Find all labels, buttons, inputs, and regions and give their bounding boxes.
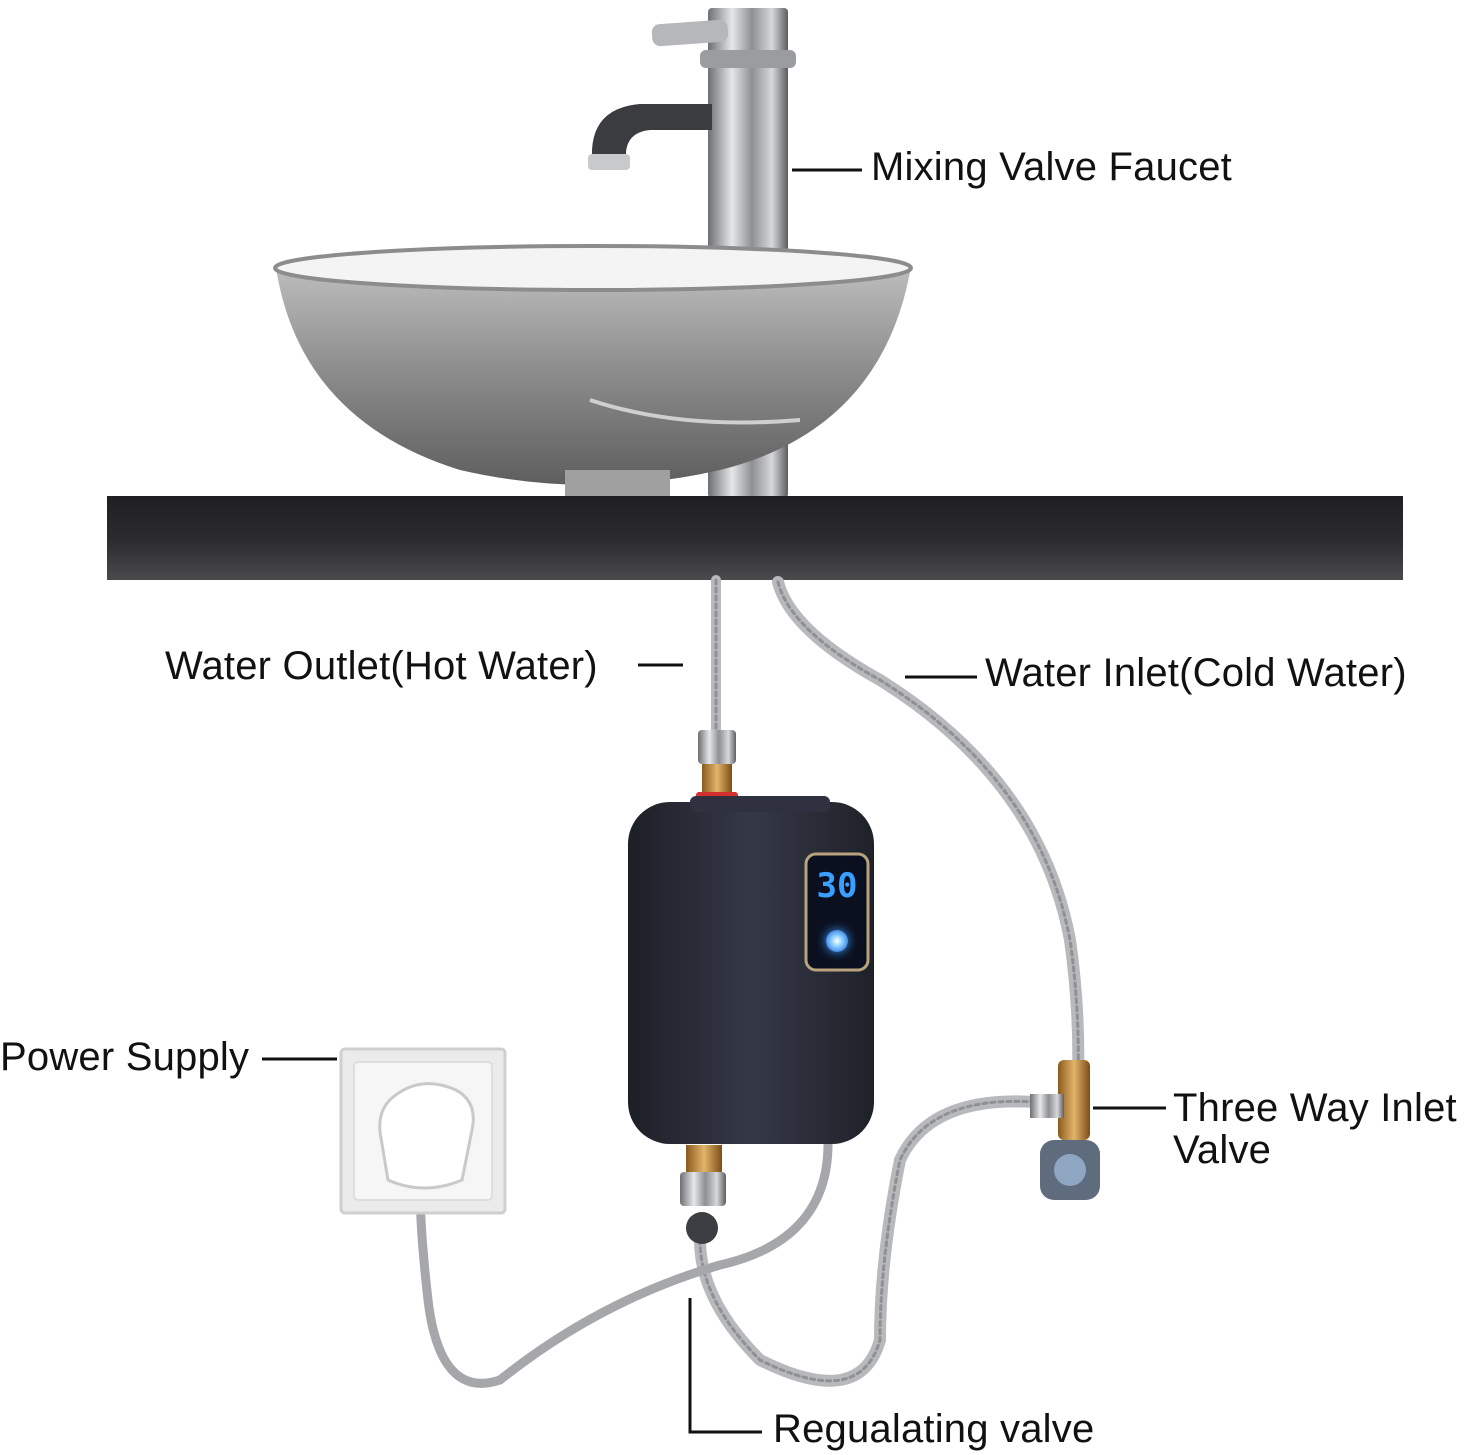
leader-lines bbox=[262, 168, 1166, 1434]
basin bbox=[273, 244, 913, 500]
label-power-supply: Power Supply bbox=[0, 1035, 250, 1079]
label-three-way-inlet-valve-line2: Valve bbox=[1173, 1128, 1272, 1172]
wall-outlet bbox=[339, 1047, 507, 1215]
countertop bbox=[107, 496, 1403, 580]
label-three-way-inlet-valve-line1: Three Way Inlet bbox=[1173, 1086, 1457, 1130]
label-water-inlet: Water Inlet(Cold Water) bbox=[985, 651, 1407, 695]
label-water-outlet: Water Outlet(Hot Water) bbox=[165, 644, 598, 688]
hoses bbox=[415, 575, 1085, 1388]
three-way-valve bbox=[1030, 1060, 1100, 1200]
label-three-way-inlet-valve: Three Way Inlet Valve bbox=[1173, 1087, 1457, 1171]
water-heater bbox=[628, 796, 874, 1144]
power-indicator-light bbox=[826, 930, 848, 952]
temperature-display: 30 bbox=[816, 866, 858, 906]
label-regulating-valve: Regualating valve bbox=[773, 1407, 1095, 1451]
label-mixing-valve-faucet: Mixing Valve Faucet bbox=[871, 145, 1232, 189]
regulating-valve-fitting bbox=[680, 1145, 726, 1244]
